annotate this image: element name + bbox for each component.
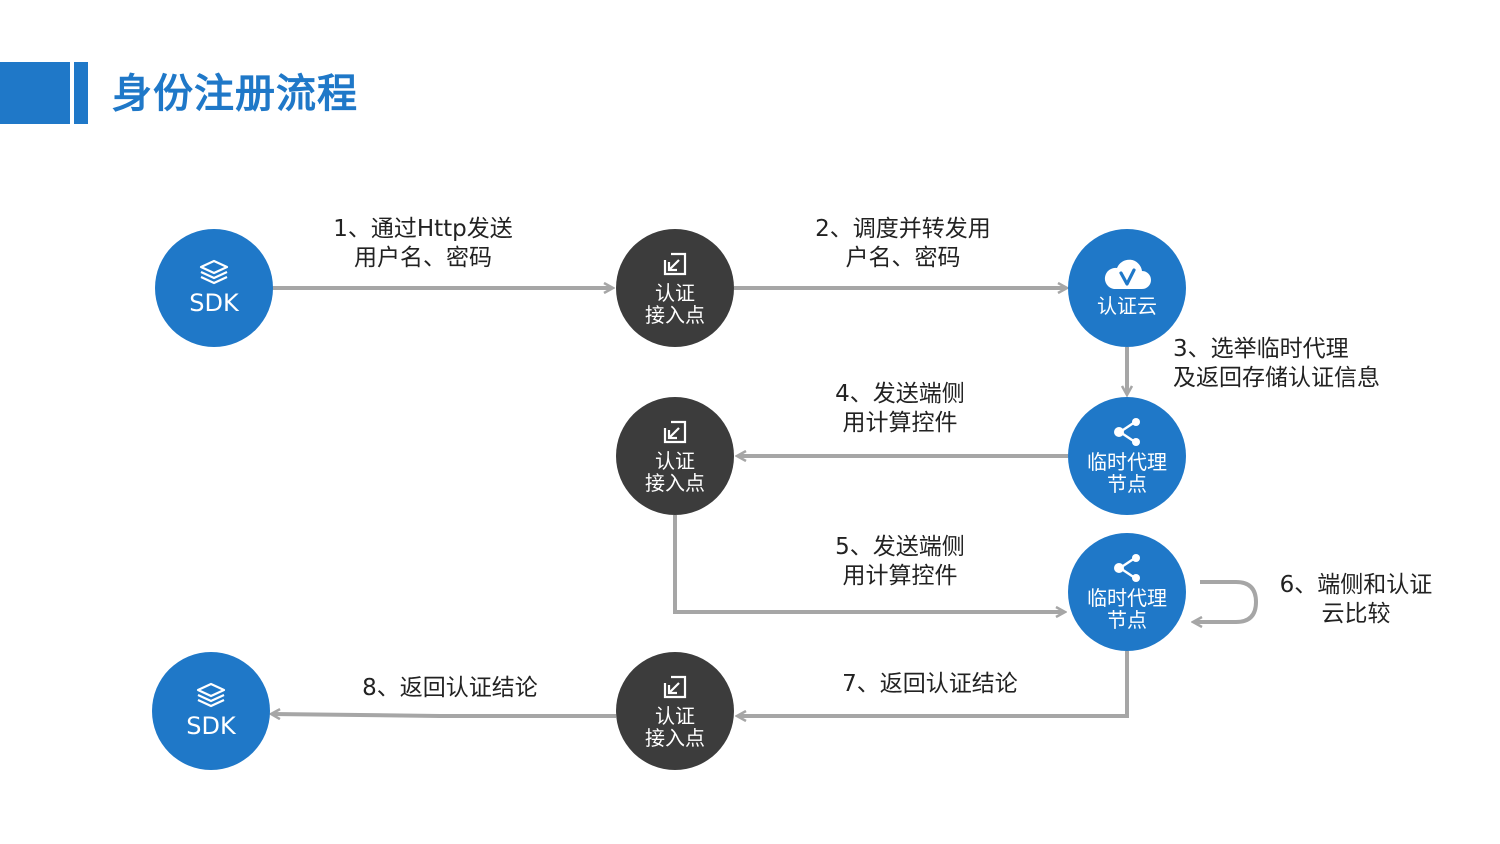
layers-icon <box>199 259 229 285</box>
step-7-label: 7、返回认证结论 <box>842 671 1018 697</box>
cloud-icon <box>1102 259 1152 291</box>
arrow-step-5 <box>673 515 1064 612</box>
page-title: 身份注册流程 <box>112 71 358 117</box>
step-5-label: 5、发送端侧 用计算控件 <box>835 534 965 589</box>
auth-access-node-label: 认证 接入点 <box>645 281 705 327</box>
step-2-label: 2、调度并转发用 户名、密码 <box>815 216 991 271</box>
layers-icon <box>196 682 226 708</box>
arrow-step-8 <box>272 714 616 716</box>
step-3-label: 3、选举临时代理 及返回存储认证信息 <box>1173 336 1380 391</box>
arrow-in-icon <box>661 673 689 701</box>
step-4-label: 4、发送端侧 用计算控件 <box>835 381 965 436</box>
auth-cloud-node-label: 认证云 <box>1097 294 1157 318</box>
share-icon <box>1111 553 1143 583</box>
share-icon <box>1111 417 1143 447</box>
sdk-node-label: SDK <box>186 712 236 740</box>
temp-proxy-node-label: 临时代理 节点 <box>1087 450 1167 496</box>
auth-cloud-node: 认证云 <box>1068 229 1186 347</box>
sdk-node-top: SDK <box>155 229 273 347</box>
auth-access-node-top: 认证 接入点 <box>616 229 734 347</box>
temp-proxy-node-top: 临时代理 节点 <box>1068 397 1186 515</box>
title-bar-block <box>0 62 70 124</box>
auth-access-node-label: 认证 接入点 <box>645 449 705 495</box>
auth-access-node-middle: 认证 接入点 <box>616 397 734 515</box>
auth-access-node-label: 认证 接入点 <box>645 704 705 750</box>
step-6-label: 6、端侧和认证 云比较 <box>1279 572 1433 627</box>
title-accent-bar <box>74 62 88 124</box>
auth-access-node-bottom: 认证 接入点 <box>616 652 734 770</box>
sdk-node-label: SDK <box>189 289 239 317</box>
step-8-label: 8、返回认证结论 <box>362 675 538 701</box>
arrow-step-6-loop <box>1194 580 1259 622</box>
step-1-label: 1、通过Http发送 用户名、密码 <box>333 216 513 271</box>
arrow-in-icon <box>661 250 689 278</box>
arrow-step-7 <box>738 651 1129 716</box>
sdk-node-bottom: SDK <box>152 652 270 770</box>
temp-proxy-node-label: 临时代理 节点 <box>1087 586 1167 632</box>
arrow-in-icon <box>661 418 689 446</box>
temp-proxy-node-bottom: 临时代理 节点 <box>1068 533 1186 651</box>
